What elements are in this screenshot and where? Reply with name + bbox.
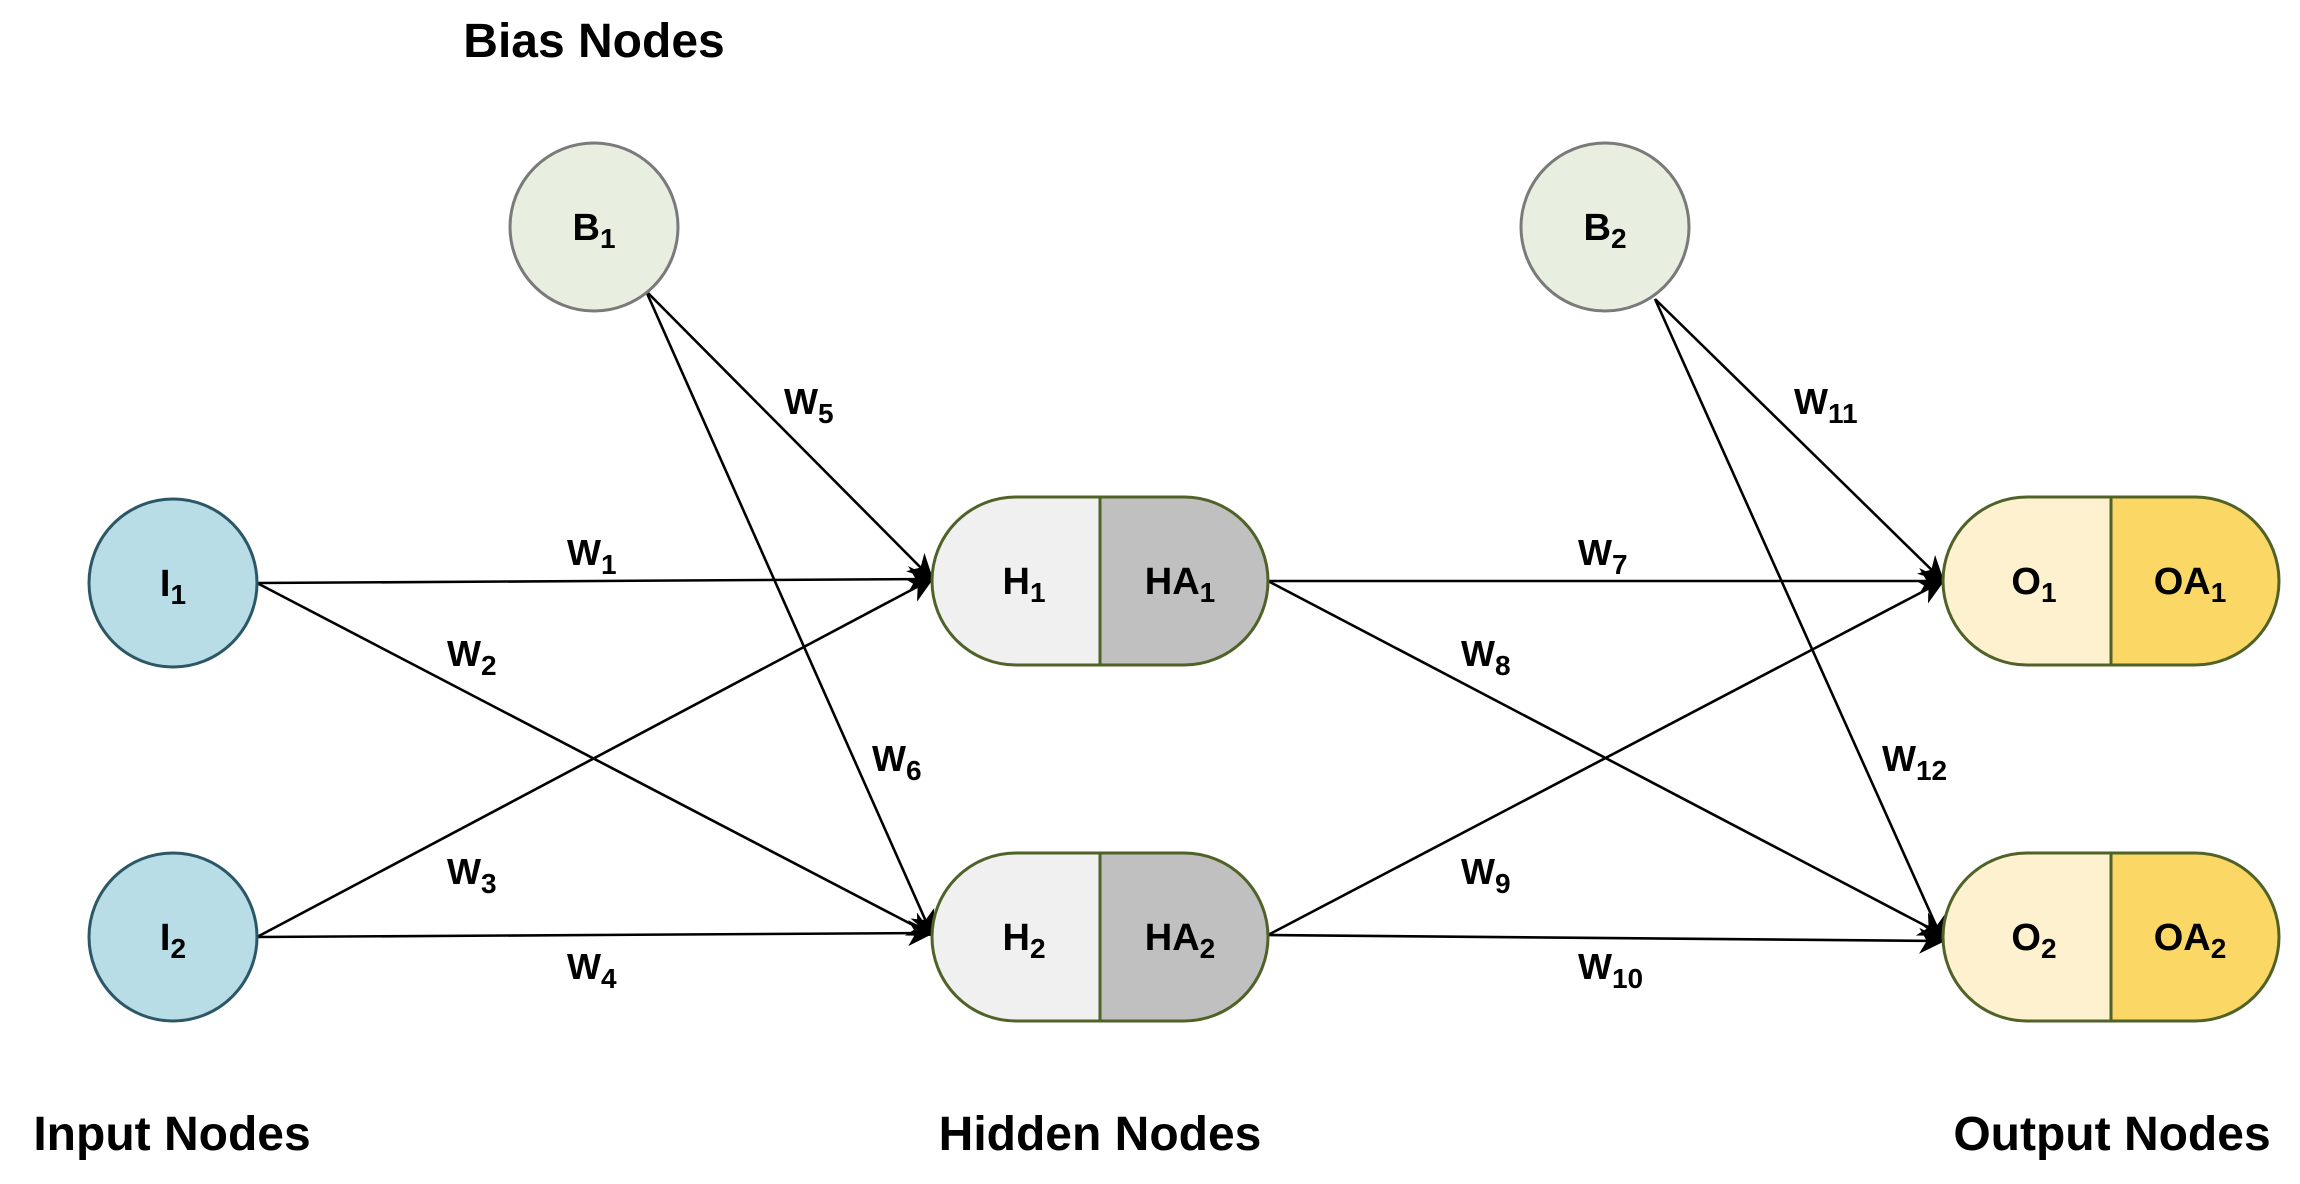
bias-node-b2-circle bbox=[1519, 141, 1691, 313]
weight-label-w3: W3 bbox=[447, 851, 497, 899]
weight-label-w12: W12 bbox=[1882, 738, 1947, 786]
edge-i2-h2 bbox=[256, 920, 935, 947]
input-node-i1-circle bbox=[87, 497, 259, 669]
input-node-i2-label: I2 bbox=[160, 917, 186, 964]
bias-node-b1: B1 bbox=[508, 141, 680, 313]
section-label-bias: Bias Nodes bbox=[463, 15, 724, 68]
edge-ha2-o2 bbox=[1267, 927, 1946, 954]
edge-b1-h1 bbox=[645, 290, 934, 581]
output-node-1-oa-half bbox=[2111, 497, 2279, 665]
hidden-node-2-h-label: H2 bbox=[1002, 917, 1045, 964]
weight-label-w2: W2 bbox=[447, 633, 497, 681]
hidden-node-1-h-half bbox=[932, 497, 1100, 665]
output-node-2-oa-label: OA2 bbox=[2154, 917, 2227, 964]
weight-label-w4: W4 bbox=[567, 946, 617, 994]
edge-b1-h2 bbox=[644, 290, 935, 937]
hidden-node-2-ha-half bbox=[1100, 853, 1268, 1021]
output-node-1-o-label: O1 bbox=[2011, 561, 2056, 608]
bias-node-b1-circle bbox=[508, 141, 680, 313]
hidden-node-1-ha-half bbox=[1100, 497, 1268, 665]
hidden-node-2-ha-label: HA2 bbox=[1145, 917, 1215, 964]
bias-node-b2-label: B2 bbox=[1583, 207, 1626, 254]
section-label-hidden: Hidden Nodes bbox=[939, 1108, 1262, 1161]
input-node-i2: I2 bbox=[87, 851, 259, 1023]
weight-label-w7: W7 bbox=[1578, 532, 1628, 580]
weight-label-w9: W9 bbox=[1461, 851, 1511, 899]
edges bbox=[256, 290, 1946, 954]
edge-ha2-o1 bbox=[1267, 579, 1945, 937]
weight-label-w1: W1 bbox=[567, 532, 617, 580]
output-node-2: O2 OA2 bbox=[1941, 851, 2281, 1023]
output-node-2-oa-half bbox=[2111, 853, 2279, 1021]
output-node-2-o-half bbox=[1943, 853, 2111, 1021]
section-label-input: Input Nodes bbox=[33, 1108, 310, 1161]
weight-labels: W1 W2 W3 W4 W5 W6 W7 W8 W9 W10 W11 W12 bbox=[447, 381, 1947, 994]
bias-node-b1-label: B1 bbox=[572, 207, 615, 254]
edge-b2-o1 bbox=[1654, 298, 1945, 583]
output-node-1-o-half bbox=[1943, 497, 2111, 665]
hidden-node-1-h-label: H1 bbox=[1002, 561, 1045, 608]
output-node-2-o-label: O2 bbox=[2011, 917, 2056, 964]
weight-label-w10: W10 bbox=[1578, 946, 1643, 994]
weight-label-w8: W8 bbox=[1461, 633, 1511, 681]
output-node-1-oa-label: OA1 bbox=[2154, 561, 2227, 608]
edge-b2-o2 bbox=[1653, 298, 1946, 943]
input-node-i1-label: I1 bbox=[160, 563, 186, 610]
bias-node-b2: B2 bbox=[1519, 141, 1691, 313]
input-node-i1: I1 bbox=[87, 497, 259, 669]
weight-label-w6: W6 bbox=[872, 738, 922, 786]
section-label-output: Output Nodes bbox=[1953, 1108, 2270, 1161]
edge-i2-h1 bbox=[256, 577, 934, 939]
input-node-i2-circle bbox=[87, 851, 259, 1023]
hidden-node-1-ha-label: HA1 bbox=[1145, 561, 1215, 608]
hidden-node-2: H2 HA2 bbox=[930, 851, 1270, 1023]
output-node-1: O1 OA1 bbox=[1941, 495, 2281, 667]
weight-label-w5: W5 bbox=[784, 381, 834, 429]
hidden-node-2-h-half bbox=[932, 853, 1100, 1021]
edge-i1-h1 bbox=[256, 566, 935, 593]
weight-label-w11: W11 bbox=[1794, 381, 1858, 429]
hidden-node-1: H1 HA1 bbox=[930, 495, 1270, 667]
